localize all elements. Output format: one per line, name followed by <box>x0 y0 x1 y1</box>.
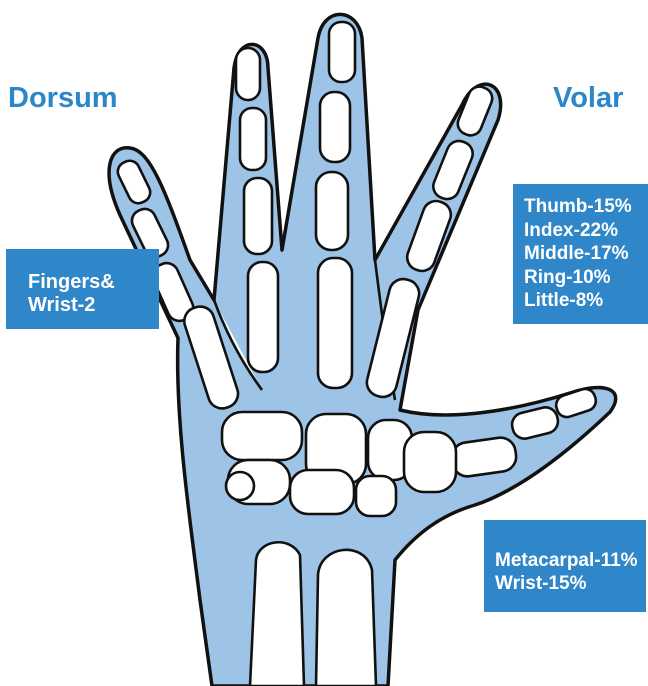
box-line: Fingers& <box>28 271 159 294</box>
dorsum-heading: Dorsum <box>8 84 118 113</box>
box-line: Index-22% <box>524 219 648 243</box>
dorsal-percentages-box: Fingers& Wrist-2 <box>6 249 159 329</box>
box-line: Little-8% <box>524 289 648 313</box>
box-line: Wrist-15% <box>495 572 646 595</box>
box-line: Metacarpal-11% <box>495 549 646 572</box>
volar-palm-wrist-percentages-box: Metacarpal-11% Wrist-15% <box>484 520 646 612</box>
volar-heading: Volar <box>553 84 623 113</box>
box-line: Thumb-15% <box>524 195 648 219</box>
box-line: Wrist-2 <box>28 294 159 317</box>
box-line: Ring-10% <box>524 266 648 290</box>
volar-digits-percentages-box: Thumb-15% Index-22% Middle-17% Ring-10% … <box>513 184 648 324</box>
box-line: Middle-17% <box>524 242 648 266</box>
